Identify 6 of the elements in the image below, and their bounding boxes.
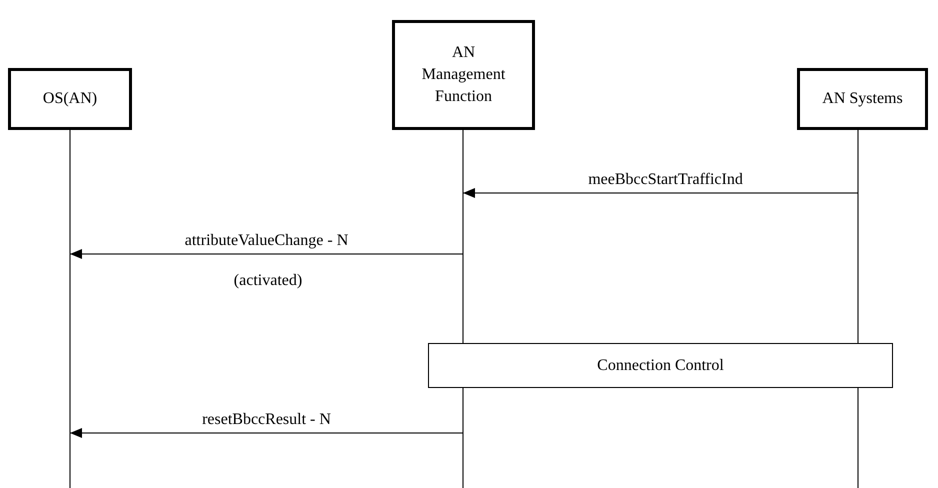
message-arrow [70,428,464,438]
message-arrow [462,188,858,198]
message-arrow [70,249,464,259]
activity-box: Connection Control [428,343,893,388]
edge-label: attributeValueChange - N [182,232,350,250]
note-text: (activated) [232,272,304,290]
